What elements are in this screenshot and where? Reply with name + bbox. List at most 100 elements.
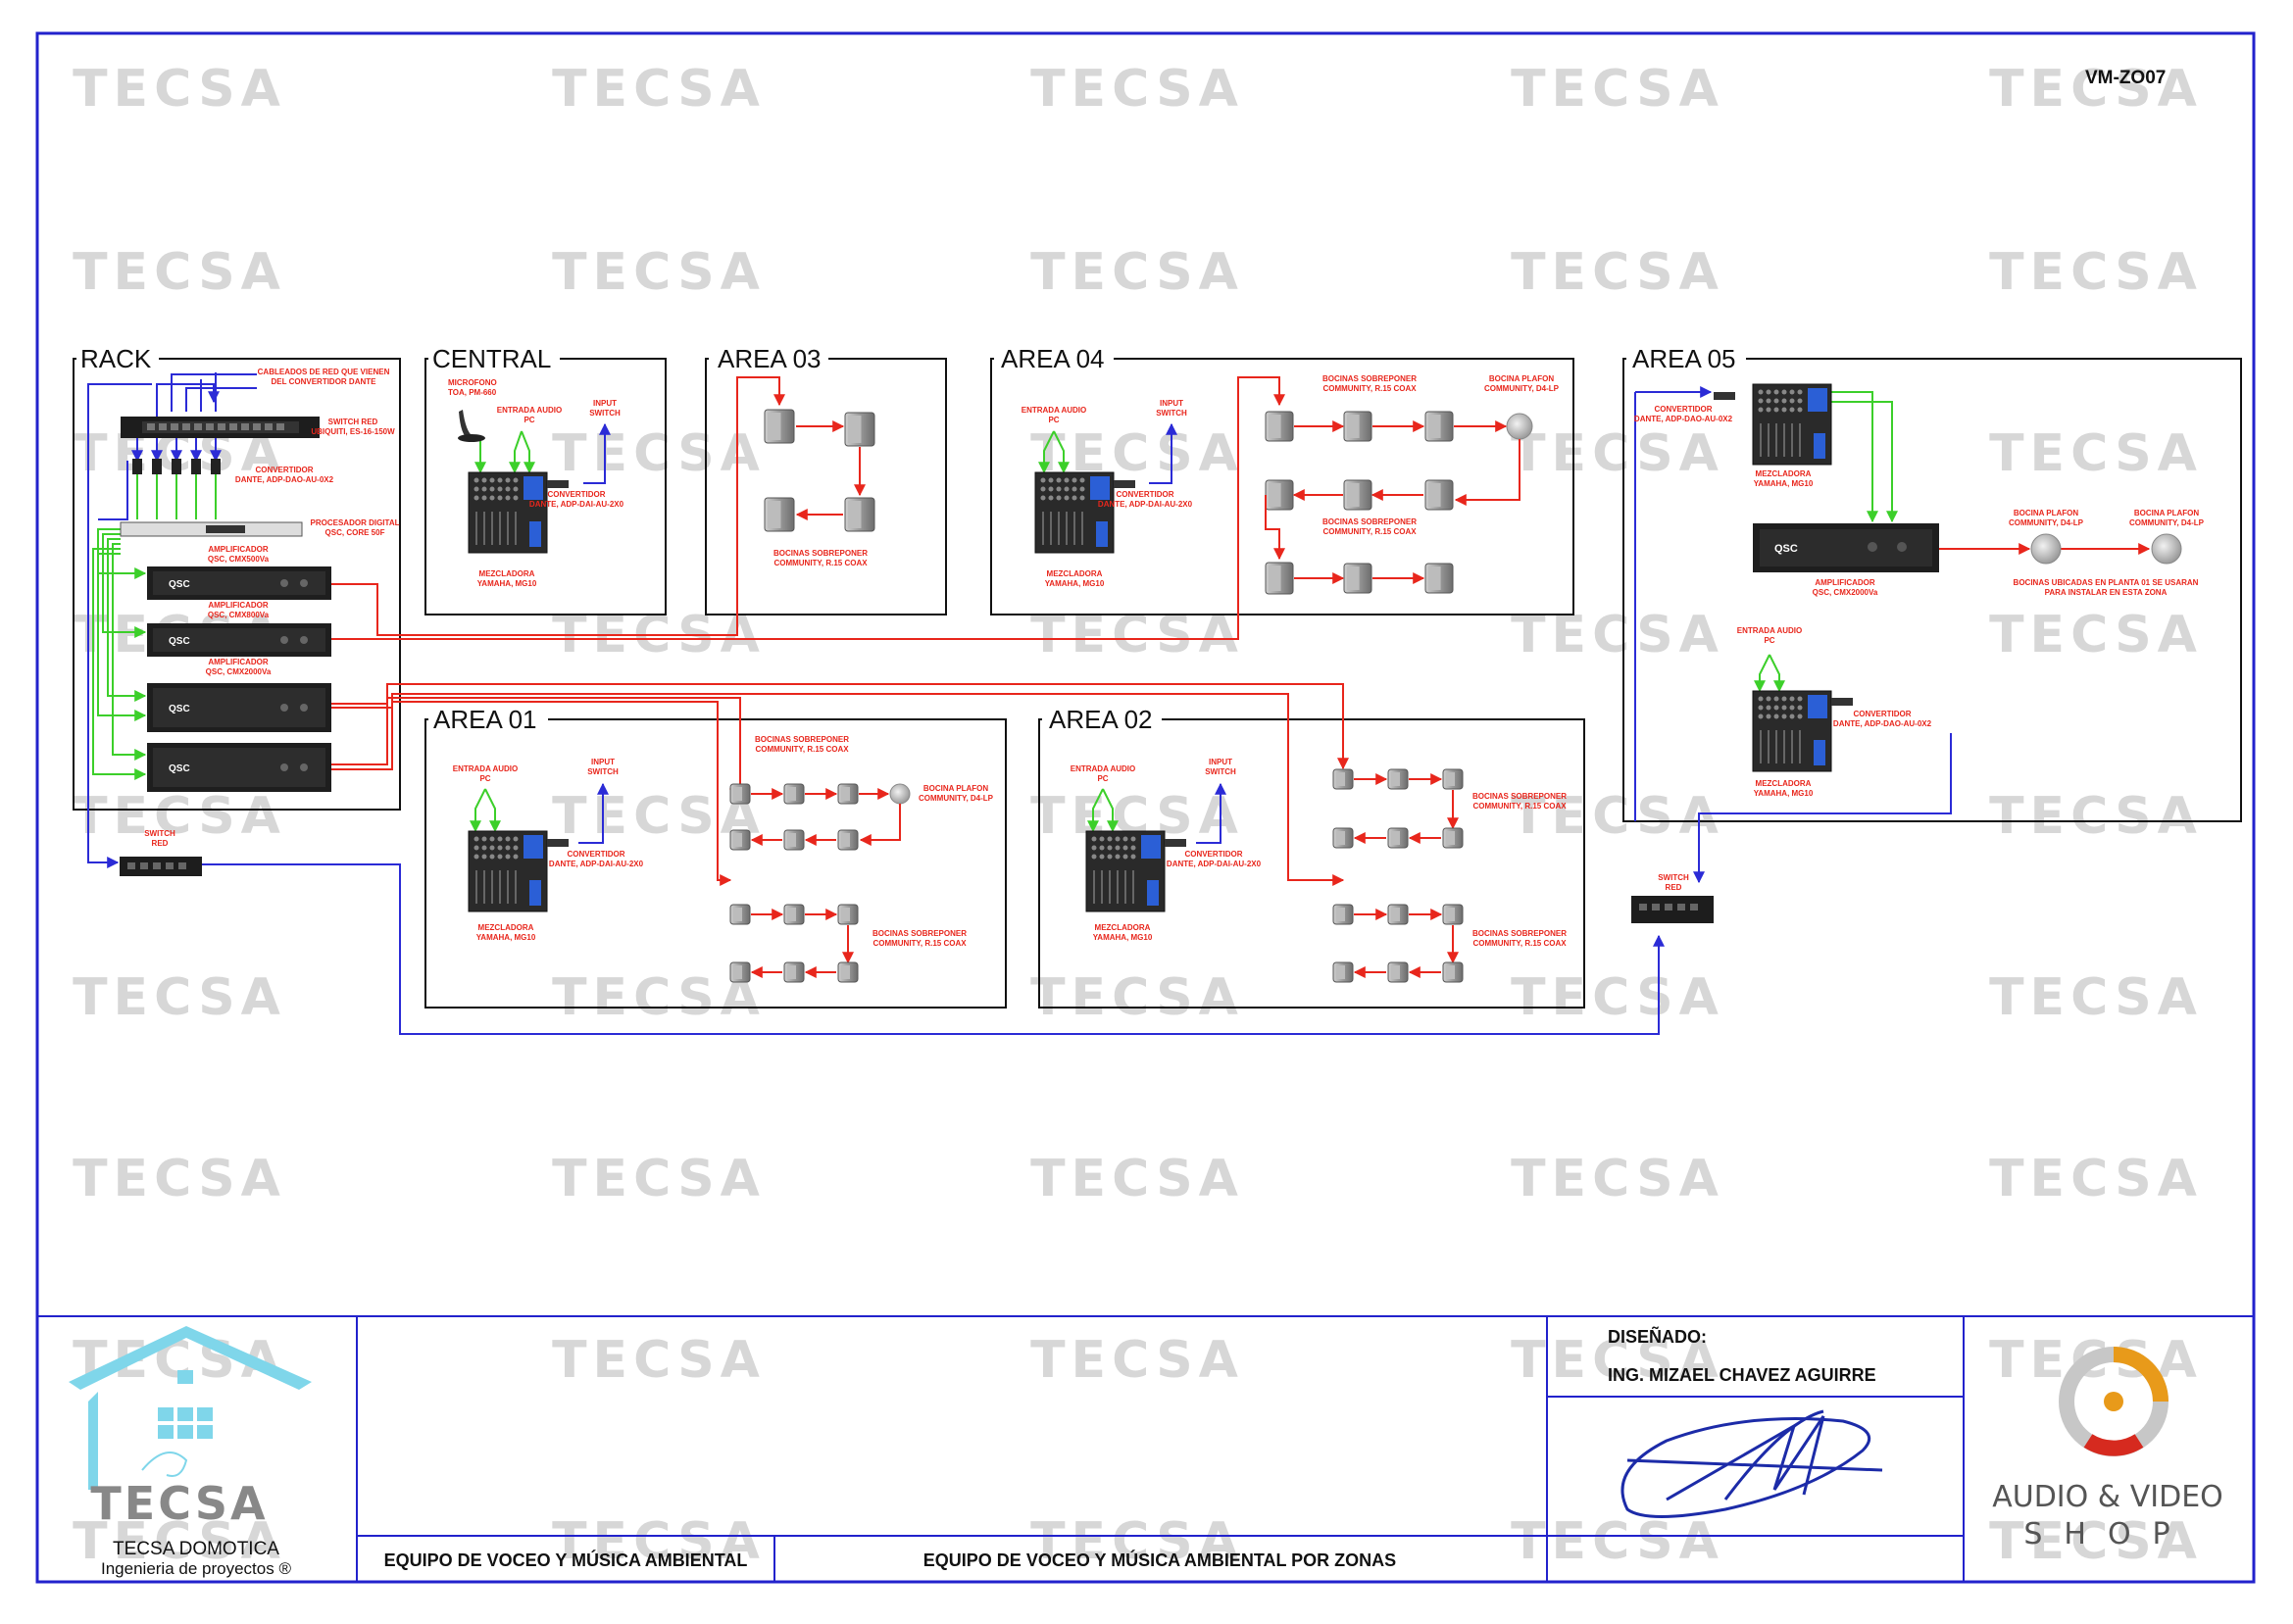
surface-speaker-icon	[837, 829, 859, 851]
label-cable-note-line: DEL CONVERTIDOR DANTE	[272, 377, 377, 386]
amp-brand: QSC	[169, 704, 190, 714]
label-area02-audio-input-line: PC	[1097, 774, 1108, 783]
watermark-text: TECSA	[73, 1512, 286, 1571]
surface-speaker-icon	[1424, 479, 1454, 511]
amp-brand: QSC	[1774, 543, 1798, 555]
watermark-text: TECSA	[1511, 424, 1724, 483]
surface-speaker-icon	[1343, 479, 1372, 511]
watermark-text: TECSA	[552, 968, 766, 1027]
label-area04-speakers-mid-line: BOCINAS SOBREPONER	[1322, 517, 1417, 526]
label-area02-converter-line: CONVERTIDOR	[1184, 850, 1242, 859]
surface-speaker-icon	[1442, 904, 1464, 925]
surface-speaker-icon	[837, 961, 859, 983]
surface-speaker-icon	[729, 829, 751, 851]
surface-speaker-icon	[1343, 411, 1372, 442]
label-area02-input-switch-line: SWITCH	[1205, 767, 1236, 776]
label-area05-ceiling-1-line: COMMUNITY, D4-LP	[2009, 518, 2084, 527]
dante-converter	[1114, 480, 1135, 488]
label-rack-switch-line: SWITCH RED	[328, 418, 378, 426]
rack-processor-core	[120, 521, 303, 537]
mixer-yamaha	[1752, 690, 1832, 772]
label-rack-converter-line: DANTE, ADP-DAO-AU-0X2	[235, 475, 334, 484]
surface-speaker-icon	[837, 783, 859, 805]
surface-speaker-icon	[1442, 827, 1464, 849]
surface-speaker-icon	[729, 904, 751, 925]
label-area05-switch-line: SWITCH	[1658, 873, 1689, 882]
zone-title-central: CENTRAL	[432, 344, 551, 373]
dante-converter	[1831, 698, 1853, 706]
surface-speaker-icon	[1387, 827, 1409, 849]
brand-line1: AUDIO & VIDEO	[1992, 1480, 2223, 1514]
rack-amplifier: QSC	[147, 623, 331, 657]
amp-brand: QSC	[169, 579, 190, 590]
watermark-text: TECSA	[1989, 60, 2203, 119]
label-area05-ceiling-2-line: BOCINA PLAFON	[2134, 509, 2200, 517]
label-area02-mixer-line: MEZCLADORA	[1095, 923, 1151, 932]
watermark-text: TECSA	[1989, 424, 2203, 483]
surface-speaker-icon	[729, 783, 751, 805]
watermark-text: TECSA	[1030, 60, 1244, 119]
label-microphone-line: MICROFONO	[448, 378, 497, 387]
ceiling-speaker-icon	[1506, 413, 1533, 440]
label-rack-converter-line: CONVERTIDOR	[255, 466, 313, 474]
dante-converter	[1165, 839, 1186, 847]
watermark-text: TECSA	[1511, 60, 1724, 119]
rack-amplifier: QSC	[147, 683, 331, 732]
label-area05-audio-input-line: ENTRADA AUDIO	[1737, 626, 1803, 635]
label-rack-amp1-line: AMPLIFICADOR	[208, 545, 269, 554]
label-area01-ceiling-line: BOCINA PLAFON	[923, 784, 989, 793]
label-area01-audio-input-line: ENTRADA AUDIO	[453, 764, 519, 773]
zone-area05-box	[1622, 358, 2242, 822]
label-rack-amp3-line: AMPLIFICADOR	[208, 658, 269, 666]
label-cable-note-line: CABLEADOS DE RED QUE VIENEN	[258, 368, 390, 376]
zone-area02-box	[1038, 718, 1585, 1009]
surface-speaker-icon	[1387, 768, 1409, 790]
watermark-text: TECSA	[1511, 1150, 1724, 1208]
ceiling-speaker-icon	[889, 783, 911, 805]
watermark-text: TECSA	[1030, 243, 1244, 302]
label-area02-speakers-bottom-line: COMMUNITY, R.15 COAX	[1472, 939, 1567, 948]
watermark-text: TECSA	[552, 1331, 766, 1390]
label-rack-processor-line: PROCESADOR DIGITAL	[311, 518, 400, 527]
signature	[1620, 1409, 1883, 1518]
label-central-audio-input-line: ENTRADA AUDIO	[497, 406, 563, 415]
surface-speaker-icon	[1387, 961, 1409, 983]
mixer-yamaha	[1034, 471, 1115, 554]
control-wiring	[92, 391, 1898, 833]
surface-speaker-icon	[764, 497, 795, 532]
brand-line2: SHOP	[2023, 1517, 2191, 1551]
title-main: EQUIPO DE VOCEO Y MÚSICA AMBIENTAL POR Z…	[923, 1550, 1396, 1570]
surface-speaker-icon	[783, 904, 805, 925]
label-area02-converter-line: DANTE, ADP-DAI-AU-2X0	[1167, 860, 1262, 868]
watermark-text: TECSA	[1989, 1512, 2203, 1571]
label-area01-converter-line: CONVERTIDOR	[567, 850, 624, 859]
label-area02-speakers-top-line: BOCINAS SOBREPONER	[1472, 792, 1567, 801]
label-area01-speakers-bottom-line: COMMUNITY, R.15 COAX	[872, 939, 967, 948]
label-rack-processor-line: QSC, CORE 50F	[325, 528, 385, 537]
rack-amplifier: QSC	[147, 566, 331, 600]
watermark-text: TECSA	[73, 60, 286, 119]
watermark-text: TECSA	[1511, 968, 1724, 1027]
watermark-text: TECSA	[1989, 606, 2203, 664]
